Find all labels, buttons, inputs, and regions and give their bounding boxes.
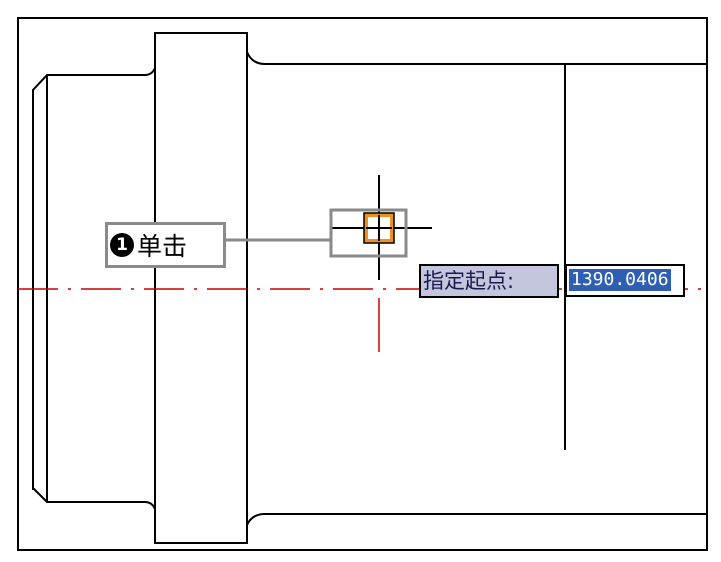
callout-text: 单击 [137,232,188,261]
input-value[interactable]: 1390.0406 [569,269,671,291]
shaft-outline [32,32,707,544]
viewport-frame [17,17,708,551]
step-number-badge: 1 [110,233,134,257]
dynamic-input-field[interactable]: 1390.0406 [565,264,685,297]
dynamic-input-prompt: 指定起点: [419,264,559,298]
snap-marker-border [363,212,395,244]
callout-label: 1 单击 [105,222,226,268]
highlight-box [329,208,408,258]
